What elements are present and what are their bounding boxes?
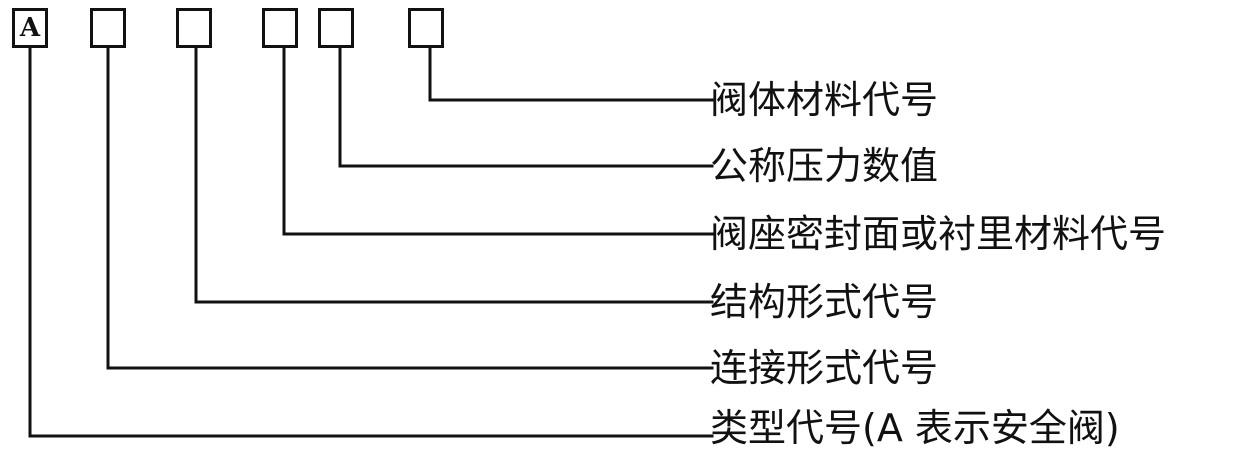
leader-line-type (28, 46, 714, 438)
label-nominal-pressure: 公称压力数值 (710, 144, 939, 188)
code-box-seat (262, 8, 298, 48)
label-connection-type: 连接形式代号 (710, 346, 939, 390)
code-box-connection (90, 8, 126, 48)
code-box-type: A (12, 8, 48, 48)
code-box-structure (176, 8, 212, 48)
label-body-material: 阀体材料代号 (710, 78, 939, 122)
code-box-pressure (318, 8, 354, 48)
code-box-body (408, 8, 444, 48)
leader-line-seat (282, 46, 714, 236)
label-structure-type: 结构形式代号 (710, 280, 939, 324)
leader-line-pressure (338, 46, 714, 168)
leader-line-structure (194, 46, 714, 304)
leader-line-connection (106, 46, 714, 370)
leader-line-body (428, 46, 714, 102)
label-seat-material: 阀座密封面或衬里材料代号 (710, 212, 1167, 256)
label-valve-type: 类型代号(A 表示安全阀) (710, 406, 1120, 450)
